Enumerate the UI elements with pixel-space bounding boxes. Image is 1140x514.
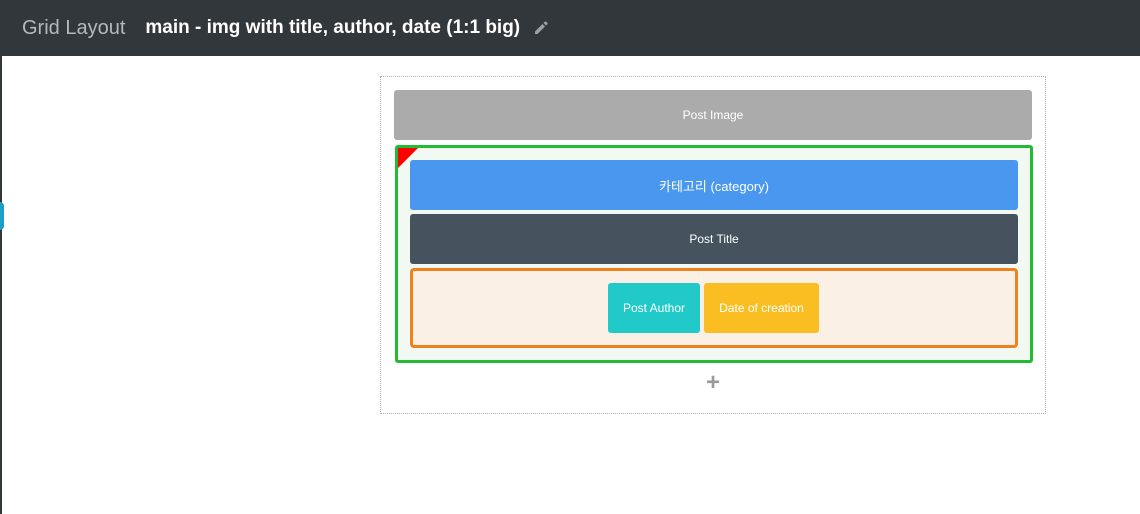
plus-icon[interactable]: + [705,369,720,396]
layout-canvas: Post Image 카테고리 (category) Post Title Po… [380,76,1046,414]
post-title-label: Post Title [689,232,739,246]
top-bar: Grid Layout main - img with title, autho… [0,0,1140,56]
content-group[interactable]: 카테고리 (category) Post Title Post Author D… [395,145,1033,363]
post-image-label: Post Image [682,108,744,122]
left-edge [0,56,2,514]
category-label: 카테고리 (category) [659,178,769,194]
pencil-icon[interactable] [532,19,550,37]
left-panel-handle[interactable] [0,202,4,230]
post-author-label: Post Author [622,301,686,315]
post-title-block[interactable]: Post Title [410,214,1018,264]
post-author-block[interactable]: Post Author [608,283,700,333]
category-block[interactable]: 카테고리 (category) [410,160,1018,210]
date-of-creation-block[interactable]: Date of creation [704,283,819,333]
post-image-block[interactable]: Post Image [394,90,1032,140]
layout-name: main - img with title, author, date (1:1… [145,17,521,38]
meta-row[interactable]: Post Author Date of creation [410,268,1018,348]
app-title: Grid Layout [22,16,126,39]
date-of-creation-label: Date of creation [719,301,804,315]
